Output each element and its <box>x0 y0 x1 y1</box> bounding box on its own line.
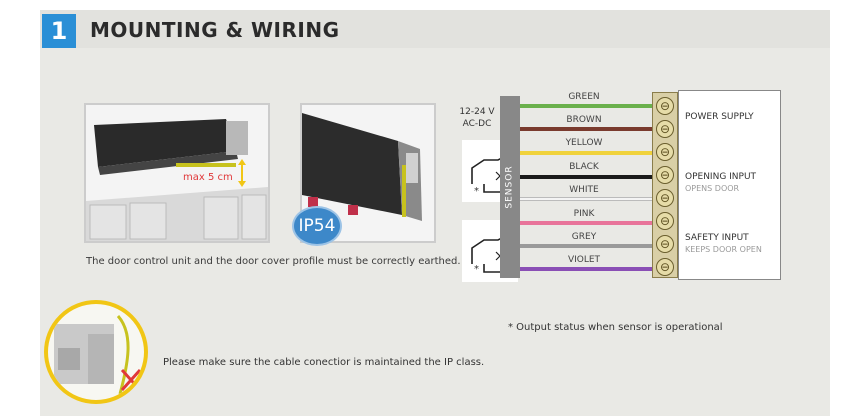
wire-label-brown: BROWN <box>566 115 602 125</box>
earthing-caption: The door control unit and the door cover… <box>86 256 461 267</box>
wire-brown <box>520 127 652 131</box>
terminal-screw-icon: ⊖ <box>656 120 674 138</box>
terminal-screw-icon: ⊖ <box>656 235 674 253</box>
terminal-screw-icon: ⊖ <box>656 143 674 161</box>
mounting-illustration <box>86 105 268 241</box>
sensor-bar <box>500 96 520 278</box>
wire-green <box>520 104 652 108</box>
terminal-screw-icon: ⊖ <box>656 212 674 230</box>
wire-label-green: GREEN <box>568 92 600 102</box>
asterisk-opening: * <box>474 186 479 197</box>
ip54-badge: IP54 <box>292 206 342 246</box>
asterisk-safety: * <box>474 264 479 275</box>
output-opening-desc: OPENS DOOR <box>685 184 740 193</box>
section-header <box>40 10 830 48</box>
voltage-label: 12-24 V AC-DC <box>452 106 502 130</box>
wire-label-white: WHITE <box>569 185 599 195</box>
output-power-supply: POWER SUPPLY <box>685 112 754 122</box>
sensor-label: SENSOR <box>505 165 515 209</box>
cable-entry-illustration <box>54 315 142 395</box>
voltage-range: 12-24 V <box>459 107 495 117</box>
measure-label: max 5 cm <box>183 172 233 183</box>
wire-label-black: BLACK <box>569 162 599 172</box>
wire-grey <box>520 244 652 248</box>
output-opening-input: OPENING INPUT <box>685 172 757 182</box>
wire-black <box>520 175 652 179</box>
wire-label-grey: GREY <box>571 232 597 242</box>
sensor-label-wrap: SENSOR <box>500 96 520 278</box>
output-safety-desc: KEEPS DOOR OPEN <box>685 245 762 254</box>
output-safety-input: SAFETY INPUT <box>685 233 749 243</box>
wire-violet <box>520 267 652 271</box>
step-number-badge: 1 <box>42 14 76 48</box>
wire-yellow <box>520 151 652 155</box>
mounting-photo <box>84 103 270 243</box>
voltage-type: AC-DC <box>462 119 492 129</box>
wire-pink <box>520 221 652 225</box>
terminal-screw-icon: ⊖ <box>656 97 674 115</box>
cable-ip-circle <box>44 300 148 404</box>
wire-label-pink: PINK <box>573 209 595 219</box>
terminal-screw-icon: ⊖ <box>656 258 674 276</box>
wire-label-violet: VIOLET <box>567 255 601 265</box>
wire-white <box>520 197 652 201</box>
section-title: MOUNTING & WIRING <box>90 18 340 42</box>
terminal-screw-icon: ⊖ <box>656 189 674 207</box>
terminal-screw-icon: ⊖ <box>656 166 674 184</box>
wire-label-yellow: YELLOW <box>565 138 603 148</box>
output-status-note: * Output status when sensor is operation… <box>508 322 723 333</box>
output-function-box <box>678 90 781 280</box>
cable-ip-note: Please make sure the cable conectior is … <box>163 357 485 368</box>
